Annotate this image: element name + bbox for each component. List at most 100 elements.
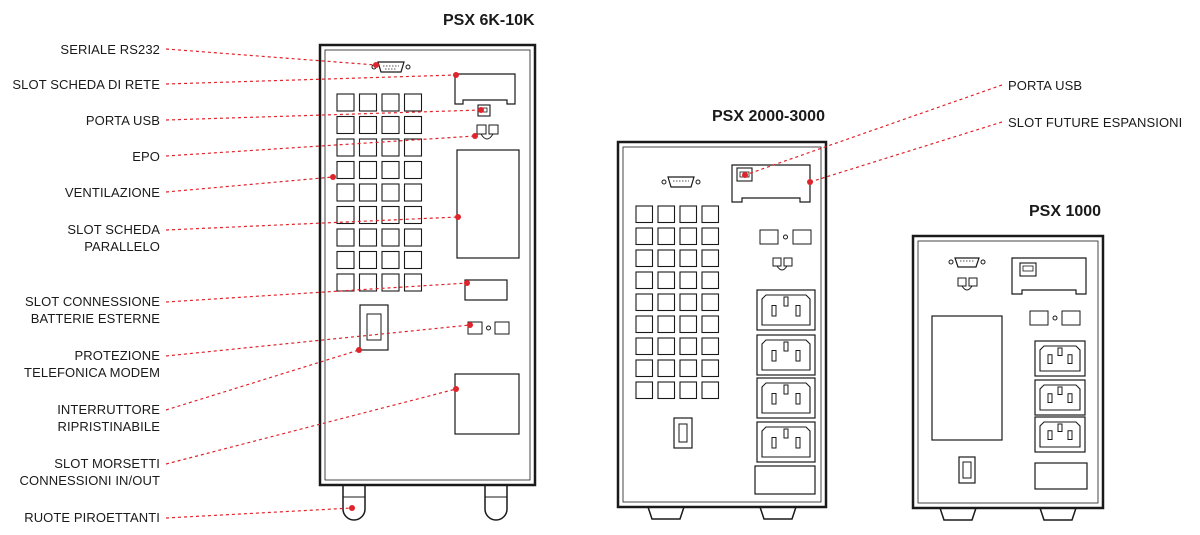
vent-cell (701, 359, 720, 378)
vent-cell (381, 183, 400, 202)
label-seriale-rs232: SERIALE RS232 (60, 42, 160, 57)
vent-cell (657, 227, 676, 246)
vent-cell (701, 227, 720, 246)
label-ruote: RUOTE PIROETTANTI (24, 510, 160, 525)
psx-1000-unit (911, 234, 1105, 521)
battery-slot (464, 279, 508, 301)
feet (647, 506, 797, 520)
iec-outlets (1034, 340, 1086, 453)
vent-cell (381, 160, 400, 180)
label-modem-line1: PROTEZIONE (74, 348, 160, 363)
vent-cell (358, 183, 378, 202)
vent-cell (635, 293, 654, 312)
leader-ruote (165, 505, 355, 519)
vent-cell (381, 273, 400, 292)
leader-morsetti (165, 386, 459, 465)
iec-outlet-icon (756, 334, 816, 376)
label-morsetti-line1: SLOT MORSETTI (54, 456, 160, 471)
vent-cell (657, 205, 676, 224)
vent-cell (358, 273, 378, 292)
vent-cell (657, 315, 676, 334)
label-slot-future-espansioni: SLOT FUTURE ESPANSIONI (1008, 115, 1183, 130)
label-interruttore-line2: RIPRISTINABILE (57, 419, 160, 434)
iec-outlet-icon (756, 377, 816, 419)
modem-protection-icon (759, 229, 812, 245)
vent-cell (679, 293, 698, 312)
title-psx-2000-3000: PSX 2000-3000 (712, 108, 825, 125)
breaker-icon (359, 304, 389, 351)
vent-cell (403, 273, 423, 292)
psx-2000-3000-unit (616, 140, 828, 520)
leader-ventilazione (165, 174, 336, 193)
psx-6k-10k-body (318, 43, 537, 487)
vent-cell (679, 227, 698, 246)
vent-cell (657, 249, 676, 268)
vent-cell (701, 205, 720, 224)
label-ventilazione: VENTILAZIONE (64, 185, 160, 200)
vent-cell (336, 115, 355, 135)
epo-connector-icon (957, 277, 978, 291)
ventilation-grid (635, 205, 720, 400)
vent-cell (657, 359, 676, 378)
vent-cell (657, 293, 676, 312)
vent-cell (679, 359, 698, 378)
vent-cell (403, 115, 423, 135)
label-modem-line2: TELEFONICA MODEM (24, 365, 160, 380)
vent-cell (635, 249, 654, 268)
vent-cell (336, 160, 355, 180)
vent-cell (403, 205, 423, 225)
serial-port-icon (661, 176, 701, 188)
vent-cell (403, 228, 423, 247)
vent-cell (403, 93, 423, 112)
epo-connector-icon (772, 257, 793, 271)
vent-cell (679, 249, 698, 268)
vent-cell (336, 205, 355, 225)
vent-cell (679, 315, 698, 334)
parallel-slot (456, 149, 520, 259)
vent-cell (635, 271, 654, 290)
leader-usb-left (165, 107, 484, 121)
label-morsetti-line2: CONNESSIONI IN/OUT (19, 473, 160, 488)
psx-6k-10k-unit (318, 43, 537, 521)
terminal-slot (454, 373, 520, 435)
vent-cell (635, 359, 654, 378)
leader-slot-future (807, 121, 1003, 185)
vent-cell (635, 227, 654, 246)
vent-cell (358, 93, 378, 112)
vent-cell (635, 337, 654, 356)
serial-port-icon (948, 257, 986, 268)
expansion-slot (1011, 257, 1087, 295)
leader-parallelo (165, 214, 461, 231)
leader-usb-right (742, 84, 1003, 178)
vent-cell (381, 93, 400, 112)
label-slot-scheda-rete: SLOT SCHEDA DI RETE (12, 77, 160, 92)
iec-outlet-icon (756, 421, 816, 463)
modem-protection-icon (467, 321, 510, 335)
ventilation-grid (336, 93, 423, 292)
iec-outlet-icon (1034, 379, 1086, 416)
vent-cell (635, 205, 654, 224)
vent-cell (381, 250, 400, 270)
vent-cell (701, 271, 720, 290)
vent-cell (701, 337, 720, 356)
vent-cell (381, 205, 400, 225)
leader-interruttore (165, 347, 362, 411)
vent-cell (679, 337, 698, 356)
vent-cell (403, 138, 423, 157)
vent-cell (403, 160, 423, 180)
iec-outlet-icon (1034, 340, 1086, 377)
vent-cell (679, 381, 698, 400)
vent-cell (358, 250, 378, 270)
epo-connector-icon (476, 124, 499, 140)
vent-cell (358, 160, 378, 180)
vent-cell (358, 138, 378, 157)
vent-cell (336, 273, 355, 292)
breaker-icon (673, 417, 693, 449)
vent-cell (657, 381, 676, 400)
battery-slot (754, 465, 816, 495)
caster-wheels (342, 485, 508, 521)
leader-seriale (165, 48, 379, 68)
vent-cell (701, 293, 720, 312)
vent-cell (381, 228, 400, 247)
